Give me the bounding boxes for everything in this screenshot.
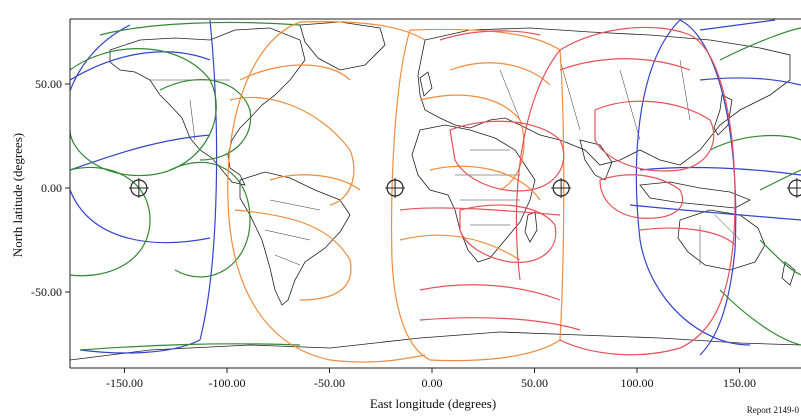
x-tick-label: 0.00 [422, 376, 443, 390]
beam-blue [70, 51, 211, 81]
satellite-markers [128, 178, 801, 198]
beam-blue [70, 24, 211, 244]
british-isles [419, 71, 433, 97]
beam-orange [399, 234, 521, 261]
beam-orange [299, 20, 426, 41]
beam-green [709, 135, 801, 151]
beam-green [79, 343, 301, 351]
x-tick-label: -100.00 [209, 376, 246, 390]
beam-red [459, 204, 557, 263]
beam-orange [329, 354, 426, 363]
beam-orange [229, 96, 355, 206]
beam-red [419, 284, 561, 301]
report-footnote: Report 2149-0 [747, 405, 800, 415]
beam-orange [409, 28, 565, 362]
madagascar [524, 211, 538, 243]
beam-orange [419, 94, 525, 191]
beam-green [70, 48, 217, 177]
satellite-crosshair [786, 178, 801, 198]
red-beams [399, 26, 736, 356]
satellite-crosshair [385, 178, 406, 198]
beam-orange [227, 21, 331, 361]
beam-blue [629, 204, 801, 221]
north-america [109, 27, 306, 186]
beam-green [169, 161, 251, 278]
beam-red [639, 227, 736, 246]
india [579, 139, 613, 181]
beam-blue [699, 77, 801, 86]
beam-green [759, 169, 801, 276]
x-tick-label: 50.00 [521, 376, 548, 390]
eurasia [417, 27, 791, 166]
satellite-crosshair [128, 178, 149, 198]
beam-red [439, 30, 541, 41]
x-axis-label: East longitude (degrees) [370, 396, 496, 411]
x-tick-label: -50.00 [314, 376, 345, 390]
beam-blue [679, 19, 737, 356]
south-america [239, 171, 351, 306]
y-tick-label: 0.00 [41, 181, 62, 195]
orange-beams [227, 20, 565, 363]
indonesia [639, 181, 751, 209]
beam-red [449, 120, 565, 192]
australia [677, 209, 766, 271]
new-zealand [781, 261, 796, 286]
beam-red [419, 317, 581, 331]
beam-orange [234, 209, 352, 301]
greenland [299, 21, 386, 71]
x-tick-label: -150.00 [106, 376, 143, 390]
beam-blue [635, 19, 751, 346]
beam-blue [699, 19, 776, 31]
beam-orange [239, 64, 351, 81]
beam-orange [449, 62, 551, 86]
beam-red [559, 26, 736, 356]
beam-red [594, 100, 715, 172]
x-ticks: -150.00 -100.00 -50.00 0.00 50.00 100.00 150.0… [106, 368, 756, 390]
beam-red [599, 174, 684, 219]
beam-orange [390, 29, 431, 361]
y-tick-label: -50.00 [31, 285, 62, 299]
beam-green [70, 166, 151, 277]
satellite-crosshair [551, 178, 572, 198]
y-tick-label: 50.00 [35, 77, 62, 91]
antarctica [70, 331, 801, 361]
beam-orange [429, 165, 541, 201]
beam-green [719, 27, 801, 61]
y-axis-label: North latitude (degrees) [10, 133, 25, 257]
beam-red [559, 58, 691, 71]
green-beams [70, 21, 801, 351]
beam-red [515, 49, 561, 281]
y-ticks: 50.00 0.00 -50.00 [31, 77, 70, 299]
blue-beams [70, 19, 801, 356]
beam-green [159, 79, 252, 161]
japan [713, 94, 733, 136]
coastlines [70, 21, 801, 361]
beam-orange [269, 174, 361, 191]
country-borders [150, 59, 741, 266]
africa [411, 124, 536, 263]
x-tick-label: 150.00 [723, 376, 756, 390]
beam-blue [70, 134, 211, 171]
beam-blue [639, 166, 801, 176]
x-tick-label: 100.00 [621, 376, 654, 390]
beam-red [399, 207, 561, 216]
beam-green [99, 21, 301, 36]
beam-blue [199, 19, 218, 341]
beam-green [719, 289, 801, 346]
